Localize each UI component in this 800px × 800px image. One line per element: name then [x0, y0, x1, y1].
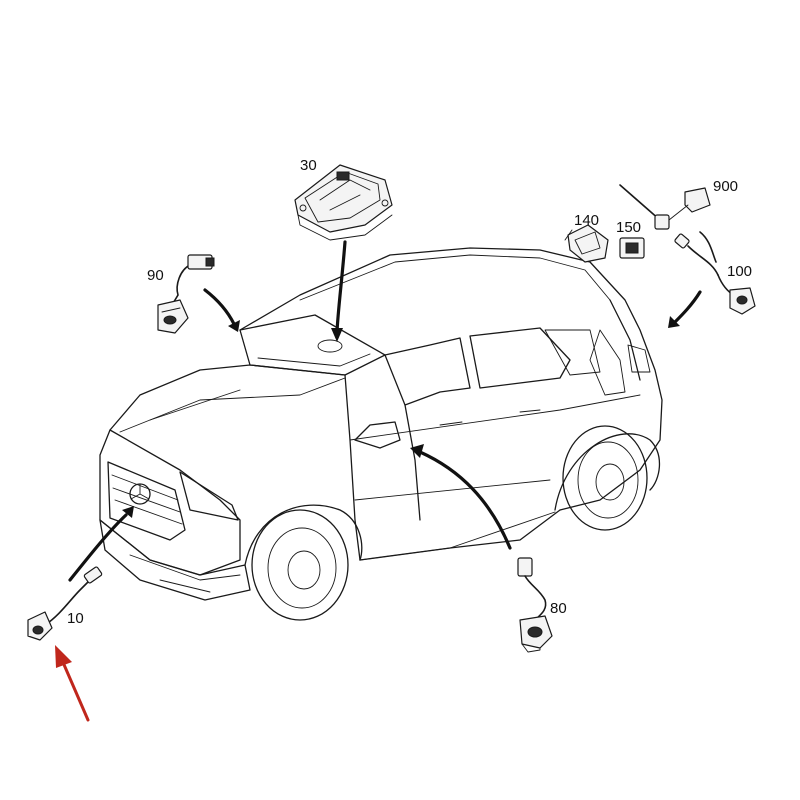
- leader-arrow-30: [335, 240, 347, 334]
- leader-arrows: [68, 240, 702, 582]
- part-30-camera-bracket: [294, 164, 393, 241]
- part-140-bracket: [564, 224, 609, 263]
- callout-900: 900: [713, 178, 738, 195]
- callout-labels: 10 30 80 90 100 140 150 900: [67, 157, 752, 627]
- leader-arrow-80: [418, 450, 512, 550]
- vehicle-outline: [99, 247, 663, 621]
- part-150-module: [619, 237, 645, 259]
- part-100-sensor: [674, 231, 756, 315]
- callout-90: 90: [147, 267, 164, 284]
- part-90-sensor: [157, 254, 215, 334]
- part-80-sensor: [517, 557, 553, 653]
- leader-arrow-90: [203, 288, 236, 326]
- callout-10: 10: [67, 610, 84, 627]
- callout-150: 150: [616, 219, 641, 236]
- leader-arrow-100: [673, 290, 702, 324]
- part-900-connector: [619, 184, 711, 230]
- callout-80: 80: [550, 600, 567, 617]
- callout-140: 140: [574, 212, 599, 229]
- callout-100: 100: [727, 263, 752, 280]
- highlight-arrow: [55, 645, 90, 722]
- leader-arrow-10: [68, 513, 128, 582]
- callout-30: 30: [300, 157, 317, 174]
- part-10-sensor: [27, 566, 103, 641]
